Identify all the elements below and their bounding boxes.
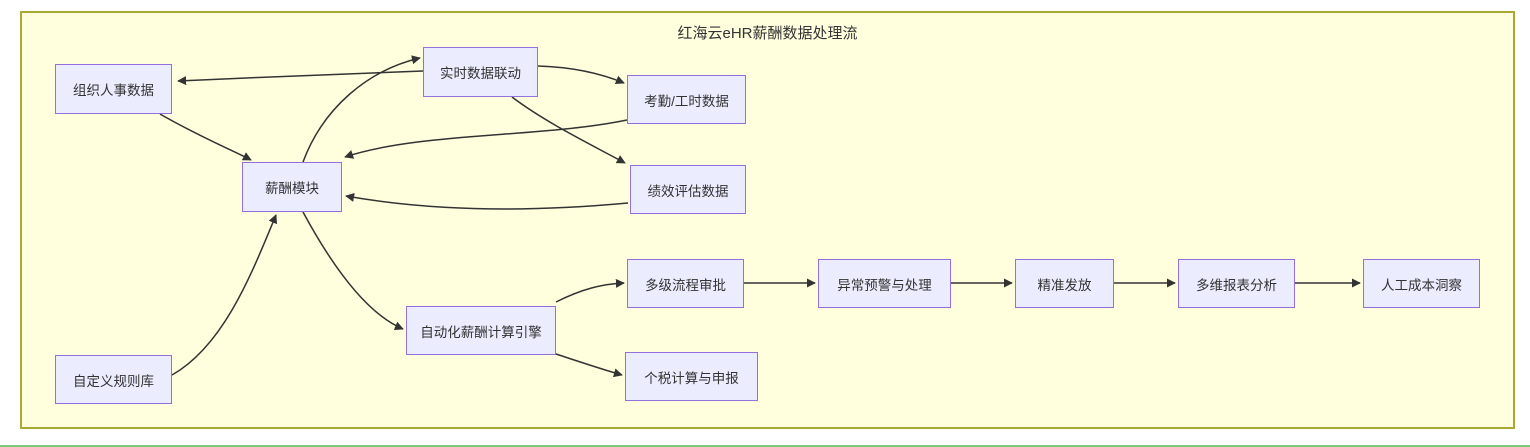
node-label-engine: 自动化薪酬计算引擎 — [420, 324, 542, 340]
node-realtime[interactable]: 实时数据联动 — [423, 47, 538, 97]
node-label-realtime: 实时数据联动 — [440, 66, 521, 81]
node-org[interactable]: 组织人事数据 — [55, 64, 172, 114]
node-approval[interactable]: 多级流程审批 — [627, 259, 744, 308]
diagram-canvas — [20, 11, 1515, 429]
node-attendance[interactable]: 考勤/工时数据 — [627, 75, 746, 124]
node-insight[interactable]: 人工成本洞察 — [1363, 259, 1480, 308]
node-label-payout: 精准发放 — [1037, 277, 1092, 293]
node-label-insight: 人工成本洞察 — [1381, 277, 1462, 293]
node-report[interactable]: 多维报表分析 — [1178, 259, 1295, 308]
node-salary[interactable]: 薪酬模块 — [242, 162, 342, 212]
node-tax[interactable]: 个税计算与申报 — [625, 352, 758, 401]
node-engine[interactable]: 自动化薪酬计算引擎 — [406, 306, 556, 355]
node-label-alert: 异常预警与处理 — [837, 277, 932, 293]
node-payout[interactable]: 精准发放 — [1015, 259, 1114, 308]
node-perf[interactable]: 绩效评估数据 — [630, 165, 746, 214]
node-label-salary: 薪酬模块 — [265, 181, 319, 196]
node-label-org: 组织人事数据 — [73, 83, 154, 98]
node-label-perf: 绩效评估数据 — [647, 183, 729, 199]
node-rules[interactable]: 自定义规则库 — [55, 355, 172, 404]
node-label-report: 多维报表分析 — [1196, 277, 1277, 293]
bottom-edge-line — [0, 445, 1530, 447]
node-label-attendance: 考勤/工时数据 — [644, 93, 729, 109]
node-label-approval: 多级流程审批 — [645, 277, 726, 293]
diagram-title: 红海云eHR薪酬数据处理流 — [677, 25, 858, 42]
node-label-tax: 个税计算与申报 — [644, 370, 739, 386]
node-alert[interactable]: 异常预警与处理 — [818, 259, 951, 308]
node-label-rules: 自定义规则库 — [73, 373, 154, 389]
